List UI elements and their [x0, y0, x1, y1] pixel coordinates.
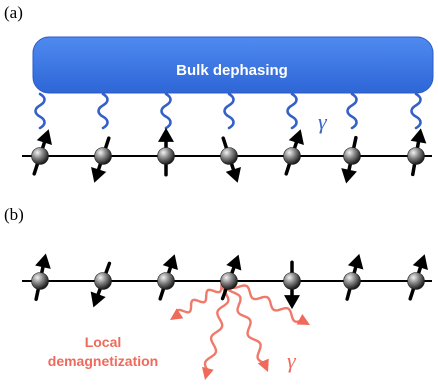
- b-spin-2: [90, 261, 112, 308]
- spin-ball: [94, 147, 112, 165]
- a-spin-3: [157, 127, 175, 177]
- emission-waves: [170, 278, 310, 380]
- spin-ball: [157, 147, 175, 165]
- coupling-line-4: [223, 92, 235, 130]
- local-demag-label-line1: Local: [85, 334, 122, 350]
- spin-arrow-head: [91, 166, 107, 183]
- a-spin-7: [407, 128, 427, 177]
- emission-arrow-head: [296, 313, 310, 325]
- coupling-line-1: [34, 92, 46, 130]
- spin-ball: [94, 272, 112, 290]
- panel-a-label: (a): [4, 3, 23, 22]
- spin-arrow-head: [162, 254, 178, 271]
- spin-ball: [343, 272, 361, 290]
- spin-chain-a: [31, 127, 427, 184]
- spin-ball: [407, 272, 425, 290]
- emission-wave-4: [227, 279, 304, 324]
- spin-arrow-head: [410, 128, 427, 144]
- spin-arrow-head: [36, 129, 52, 146]
- spin-ball: [283, 272, 301, 290]
- b-spin-5: [283, 260, 301, 310]
- panel-b-label: (b): [4, 205, 24, 224]
- panel-b: (b) Local demagnetization γ: [4, 205, 432, 380]
- local-demag-label-line2: demagnetization: [48, 353, 158, 369]
- spin-arrow-head: [347, 253, 364, 270]
- spin-arrow-head: [284, 295, 300, 310]
- spin-arrow-head: [412, 254, 428, 271]
- spin-ball: [407, 147, 425, 165]
- a-spin-6: [341, 135, 361, 184]
- coupling-line-7: [410, 92, 422, 130]
- b-spin-4: [220, 254, 242, 301]
- a-spin-2: [91, 136, 112, 183]
- b-spin-1: [31, 253, 51, 302]
- coupling-lines: [34, 92, 422, 130]
- emission-wave-2: [203, 279, 231, 372]
- spin-ball: [31, 147, 49, 165]
- b-spin-7: [407, 254, 428, 301]
- spin-arrow-head: [288, 129, 304, 146]
- a-spin-5: [283, 129, 304, 176]
- spin-ball: [157, 272, 175, 290]
- spin-chain-b: [31, 253, 428, 310]
- spin-ball: [283, 147, 301, 165]
- b-spin-6: [343, 253, 364, 301]
- panel-a: (a) Bulk dephasing γ: [4, 3, 434, 184]
- spin-ball: [220, 272, 238, 290]
- coupling-line-6: [346, 92, 358, 130]
- spin-ball: [31, 272, 49, 290]
- a-spin-1: [31, 129, 52, 176]
- emission-wave-3: [226, 279, 266, 365]
- spin-arrow-head: [158, 127, 174, 142]
- emission-arrow-head: [170, 308, 184, 320]
- emission-arrow-head: [201, 366, 214, 380]
- spin-arrow-head: [226, 254, 242, 271]
- coupling-line-5: [286, 92, 298, 130]
- a-spin-4: [220, 136, 241, 183]
- spin-arrow-head: [341, 168, 357, 184]
- coupling-line-3: [160, 92, 172, 130]
- spin-ball: [343, 147, 361, 165]
- emission-arrow-head: [257, 358, 269, 372]
- gamma-a: γ: [318, 109, 328, 134]
- spin-arrow-head: [225, 166, 241, 183]
- bulk-bath-label: Bulk dephasing: [176, 62, 288, 79]
- spin-arrow-head: [35, 253, 51, 269]
- b-spin-3: [157, 254, 178, 301]
- spin-arrow-head: [90, 291, 106, 308]
- bulk-bath-box: [32, 36, 434, 94]
- emission-wave-1: [174, 278, 231, 318]
- gamma-b: γ: [287, 348, 297, 373]
- coupling-line-2: [97, 92, 109, 130]
- spin-ball: [220, 147, 238, 165]
